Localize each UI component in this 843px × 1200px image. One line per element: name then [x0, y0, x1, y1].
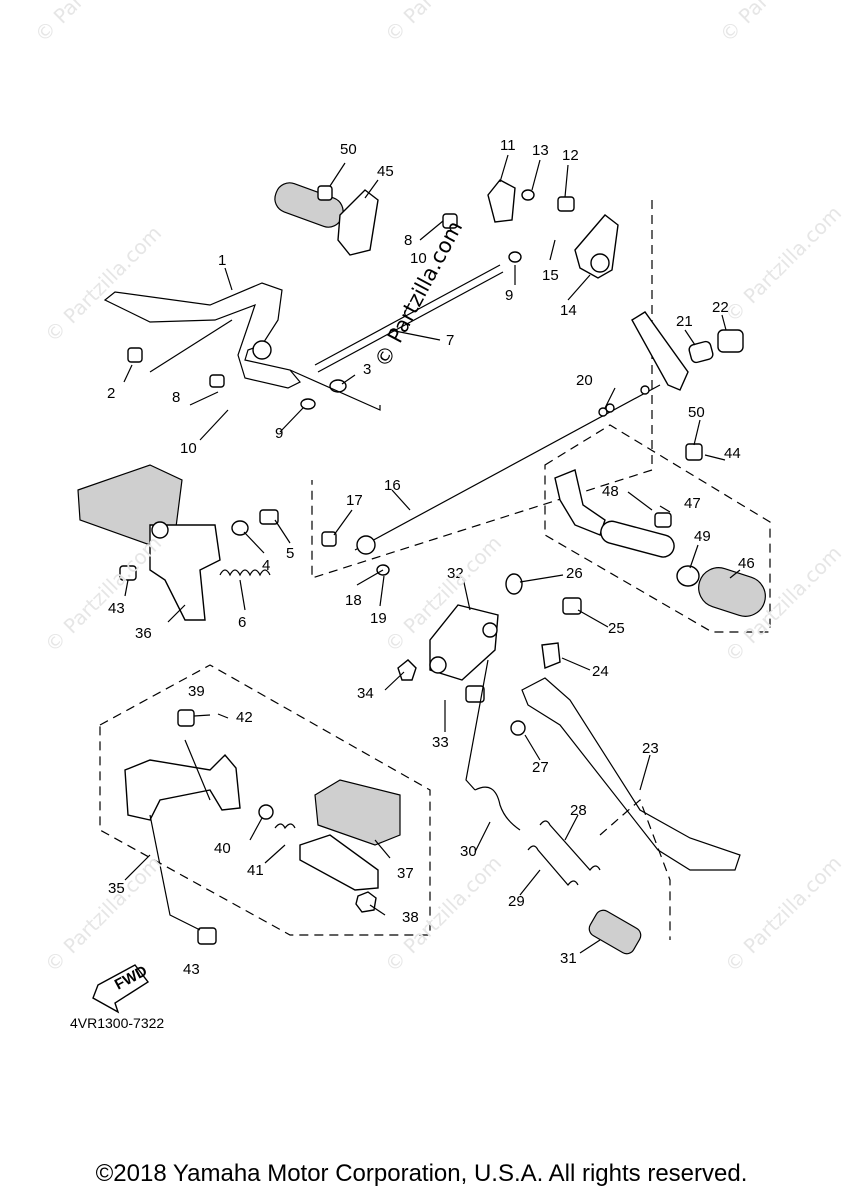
callout-35: 35: [108, 880, 125, 897]
callout-9b: 9: [505, 287, 513, 304]
side-stand-part: [521, 642, 741, 871]
callout-16: 16: [384, 477, 401, 494]
callout-50b: 50: [688, 404, 705, 421]
shift-arm-part: [487, 179, 619, 279]
group-box-35: [99, 664, 431, 936]
leader-lines: [123, 154, 741, 954]
callout-8a: 8: [172, 389, 180, 406]
callout-49: 49: [694, 528, 711, 545]
callout-22: 22: [712, 299, 729, 316]
callout-14: 14: [560, 302, 577, 319]
callout-10b: 10: [410, 250, 427, 267]
callout-5: 5: [286, 545, 294, 562]
callout-34: 34: [357, 685, 374, 702]
callout-20: 20: [576, 372, 593, 389]
stand-bracket-part: [397, 604, 499, 681]
callout-36: 36: [135, 625, 152, 642]
brake-pedal-part: [103, 282, 301, 389]
callout-11: 11: [500, 137, 516, 154]
callout-labels: 1 2 3 4 5 6 7 8 8 9 9 10 10 11 12 13 14 …: [107, 137, 755, 978]
callout-37: 37: [397, 865, 414, 882]
group-box-23: [599, 798, 671, 940]
callout-10a: 10: [180, 440, 197, 457]
callout-21: 21: [676, 313, 693, 330]
callout-23: 23: [642, 740, 659, 757]
diagram-code: 4VR1300-7322: [70, 1015, 165, 1031]
callout-27: 27: [532, 759, 549, 776]
callout-28: 28: [570, 802, 587, 819]
callout-30: 30: [460, 843, 477, 860]
callout-7: 7: [446, 332, 454, 349]
callout-9a: 9: [275, 425, 283, 442]
fwd-arrow: FWD: [92, 962, 150, 1014]
callout-15: 15: [542, 267, 559, 284]
callout-50a: 50: [340, 141, 357, 158]
callout-33: 33: [432, 734, 449, 751]
callout-13: 13: [532, 142, 549, 159]
washers-group: [231, 189, 700, 820]
callout-31: 31: [560, 950, 577, 967]
callout-19: 19: [370, 610, 387, 627]
callout-44: 44: [724, 445, 741, 462]
spring-6-part: [219, 569, 271, 577]
callout-26: 26: [566, 565, 583, 582]
callout-40: 40: [214, 840, 231, 857]
callout-4: 4: [262, 557, 270, 574]
callout-2: 2: [107, 385, 115, 402]
callout-38: 38: [402, 909, 419, 926]
callout-42: 42: [236, 709, 253, 726]
footrest-45-part: [274, 182, 379, 256]
callout-18: 18: [345, 592, 362, 609]
callout-24: 24: [592, 663, 609, 680]
group-box-44: [544, 424, 771, 633]
callout-17: 17: [346, 492, 363, 509]
footrest-35-part: [124, 753, 401, 913]
springs-group: [474, 786, 642, 955]
callout-6: 6: [238, 614, 246, 631]
callout-43a: 43: [108, 600, 125, 617]
callout-46: 46: [738, 555, 755, 572]
callout-12: 12: [562, 147, 579, 164]
callout-41: 41: [247, 862, 264, 879]
brake-rod-part: [314, 264, 504, 373]
callout-39: 39: [188, 683, 205, 700]
callout-45: 45: [377, 163, 394, 180]
shift-link-part: [631, 311, 744, 391]
callout-47: 47: [684, 495, 701, 512]
shift-rod-part: [354, 384, 661, 555]
callout-1: 1: [218, 252, 226, 269]
callout-32: 32: [447, 565, 464, 582]
callout-43b: 43: [183, 961, 200, 978]
callout-29: 29: [508, 893, 525, 910]
callout-48: 48: [602, 483, 619, 500]
copyright-footer: ©2018 Yamaha Motor Corporation, U.S.A. A…: [95, 1160, 748, 1187]
callout-25: 25: [608, 620, 625, 637]
footrest-36-part: [77, 464, 221, 621]
callout-8b: 8: [404, 232, 412, 249]
callout-3: 3: [363, 361, 371, 378]
footrest-44-part: [554, 469, 766, 617]
